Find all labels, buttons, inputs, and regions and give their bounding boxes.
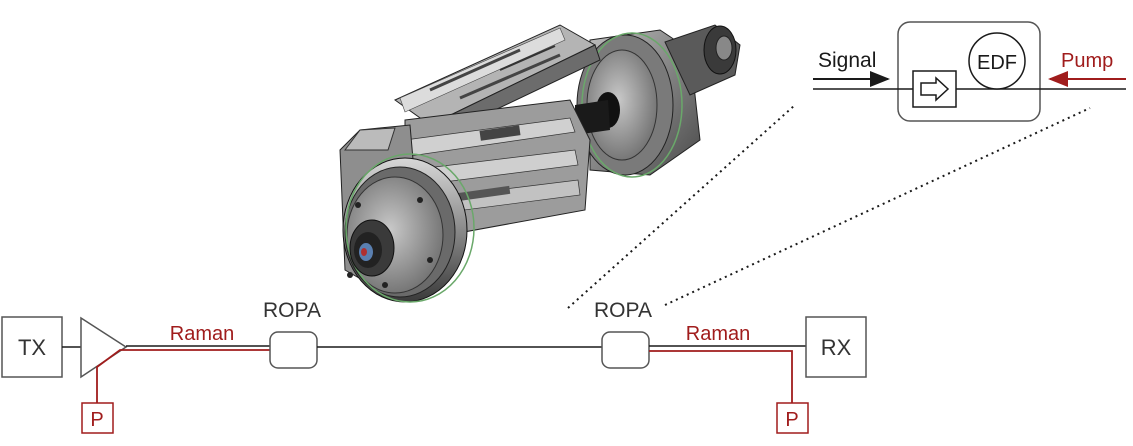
inset-schematic: EDF Signal Pump [813, 21, 1126, 122]
isolator-arrow-icon [920, 76, 950, 102]
ropa-box-right [601, 331, 650, 369]
projection-line-right [664, 107, 1091, 306]
tx-label: TX [18, 335, 46, 360]
rx-label: RX [821, 335, 852, 360]
pump-box-label-left: P [90, 409, 103, 431]
ropa-label-right: ROPA [594, 299, 652, 322]
signal-label: Signal [818, 49, 876, 72]
transmission-link: TX Raman P ROPA ROPA Raman P RX [1, 299, 867, 434]
raman-label-right: Raman [686, 323, 750, 345]
tx-box [1, 316, 63, 378]
raman-label-left: Raman [170, 323, 234, 345]
rx-box [805, 316, 867, 378]
pump-box-left [81, 402, 114, 434]
projection-line-left [567, 104, 796, 309]
raman-pump-path-left [96, 349, 270, 405]
pump-label: Pump [1061, 50, 1113, 72]
pump-box-right [776, 402, 809, 434]
raman-pump-path-right [649, 350, 793, 405]
edf-circle [968, 32, 1026, 90]
amplifier-triangle [80, 316, 128, 379]
ropa-label-left: ROPA [263, 299, 321, 322]
edf-label: EDF [977, 52, 1017, 74]
ropa-box-left [269, 331, 318, 369]
ropa-housing-icon [339, 24, 741, 303]
pump-box-label-right: P [785, 409, 798, 431]
